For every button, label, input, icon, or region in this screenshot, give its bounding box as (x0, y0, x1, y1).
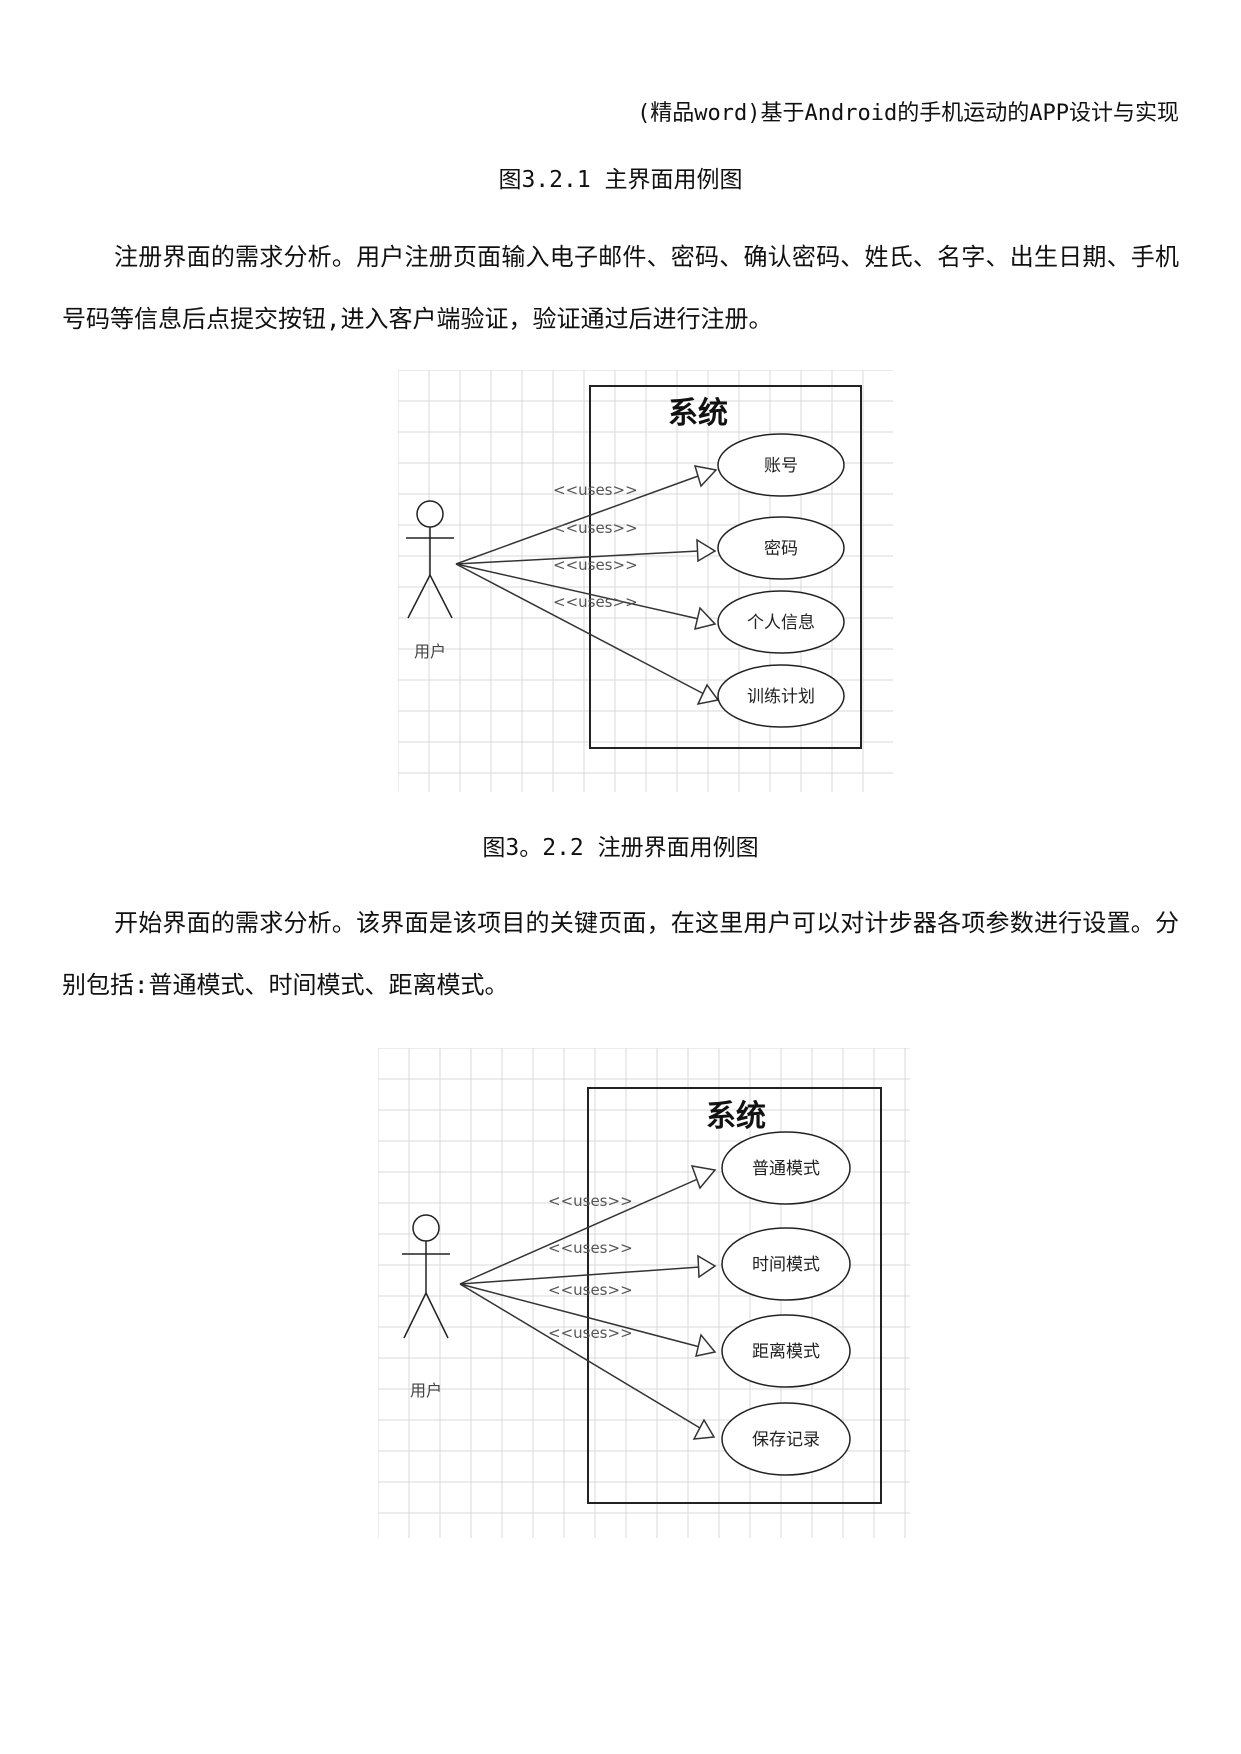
figure-caption-3-2-2: 图3。2.2 注册界面用例图 (482, 835, 759, 861)
use-case-label: 保存记录 (752, 1430, 820, 1450)
actor-right-leg (429, 574, 453, 619)
actor-label: 用户 (414, 642, 446, 661)
use-case-ellipse (721, 1131, 851, 1205)
paragraph-register-analysis: 注册界面的需求分析。用户注册页面输入电子邮件、密码、确认密码、姓氏、名字、出生日… (62, 243, 1179, 333)
use-case-password: 密码 (717, 516, 845, 580)
association-1: <<uses>> (459, 1165, 717, 1285)
use-case-ellipse (717, 433, 845, 497)
page-header-title: (精品word)基于Android的手机运动的APP设计与实现 (637, 101, 1179, 126)
use-case-ellipse (717, 590, 845, 654)
association-2: <<uses>> (455, 519, 717, 565)
uses-label: <<uses>> (553, 593, 638, 611)
use-case-ellipse (717, 664, 845, 728)
use-case-label: 密码 (764, 539, 798, 559)
association-line (459, 1266, 701, 1285)
system-boundary (587, 1087, 882, 1504)
use-case-personal-info: 个人信息 (717, 590, 845, 654)
actor-left-leg (407, 574, 431, 619)
association-line (455, 563, 705, 695)
use-case-time-mode: 时间模式 (721, 1227, 851, 1301)
association-4: <<uses>> (455, 563, 720, 706)
uses-label: <<uses>> (553, 519, 638, 537)
use-case-normal-mode: 普通模式 (721, 1131, 851, 1205)
association-arrowhead (696, 538, 717, 563)
association-3: <<uses>> (459, 1281, 717, 1357)
actor-right-leg (425, 1292, 449, 1339)
actor-head (412, 1214, 440, 1242)
association-arrowhead (694, 1333, 717, 1357)
actor-left-leg (403, 1292, 427, 1339)
uses-label: <<uses>> (553, 481, 638, 499)
paragraph-start-analysis: 开始界面的需求分析。该界面是该项目的关键页面，在这里用户可以对计步器各项参数进行… (62, 909, 1179, 999)
uses-label: <<uses>> (548, 1192, 633, 1210)
use-case-label: 账号 (764, 456, 798, 476)
actor-head (416, 500, 444, 528)
association-arrowhead (693, 606, 717, 631)
association-line (455, 474, 702, 565)
use-case-ellipse (721, 1227, 851, 1301)
actor-user: 用户 (406, 500, 454, 661)
association-3: <<uses>> (455, 556, 717, 631)
uses-label: <<uses>> (548, 1324, 633, 1342)
use-case-ellipse (717, 516, 845, 580)
use-case-training-plan: 训练计划 (717, 664, 845, 728)
association-line (455, 550, 700, 565)
use-case-ellipse (721, 1314, 851, 1388)
use-case-account: 账号 (717, 433, 845, 497)
association-arrowhead (692, 1418, 716, 1440)
use-case-distance-mode: 距离模式 (721, 1314, 851, 1388)
use-case-diagram-start: 系统 用户 <<uses>> <<uses>> <<uses>> (378, 1048, 910, 1538)
figure-caption-3-2-1: 图3.2.1 主界面用例图 (498, 167, 743, 193)
system-boundary (589, 385, 862, 749)
association-4: <<uses>> (459, 1283, 716, 1440)
actor-user: 用户 (402, 1214, 450, 1400)
uses-label: <<uses>> (548, 1239, 633, 1257)
association-1: <<uses>> (455, 465, 718, 565)
association-arrowhead (690, 1165, 717, 1190)
use-case-label: 距离模式 (752, 1342, 820, 1362)
uses-label: <<uses>> (553, 556, 638, 574)
use-case-diagram-register: 系统 用户 <<uses>> <<uses>> <<uses>> (398, 370, 893, 792)
system-title: 系统 (706, 1099, 766, 1134)
uses-label: <<uses>> (548, 1281, 633, 1299)
system-title: 系统 (668, 396, 728, 431)
use-case-save-record: 保存记录 (721, 1402, 851, 1476)
association-2: <<uses>> (459, 1239, 717, 1285)
association-line (459, 1283, 701, 1429)
association-line (459, 1177, 701, 1285)
association-line (455, 563, 700, 620)
use-case-label: 个人信息 (747, 613, 815, 633)
association-line (459, 1283, 701, 1348)
use-case-ellipse (721, 1402, 851, 1476)
use-case-label: 时间模式 (752, 1255, 820, 1275)
use-case-label: 普通模式 (752, 1159, 820, 1179)
grid-background (398, 370, 893, 792)
actor-label: 用户 (410, 1381, 442, 1400)
use-case-label: 训练计划 (747, 687, 815, 707)
association-arrowhead (697, 1254, 717, 1279)
association-arrowhead (693, 465, 718, 488)
register-diagram-svg: 系统 用户 <<uses>> <<uses>> <<uses>> (398, 370, 893, 792)
association-arrowhead (696, 683, 720, 706)
start-diagram-svg: 系统 用户 <<uses>> <<uses>> <<uses>> (378, 1048, 910, 1538)
